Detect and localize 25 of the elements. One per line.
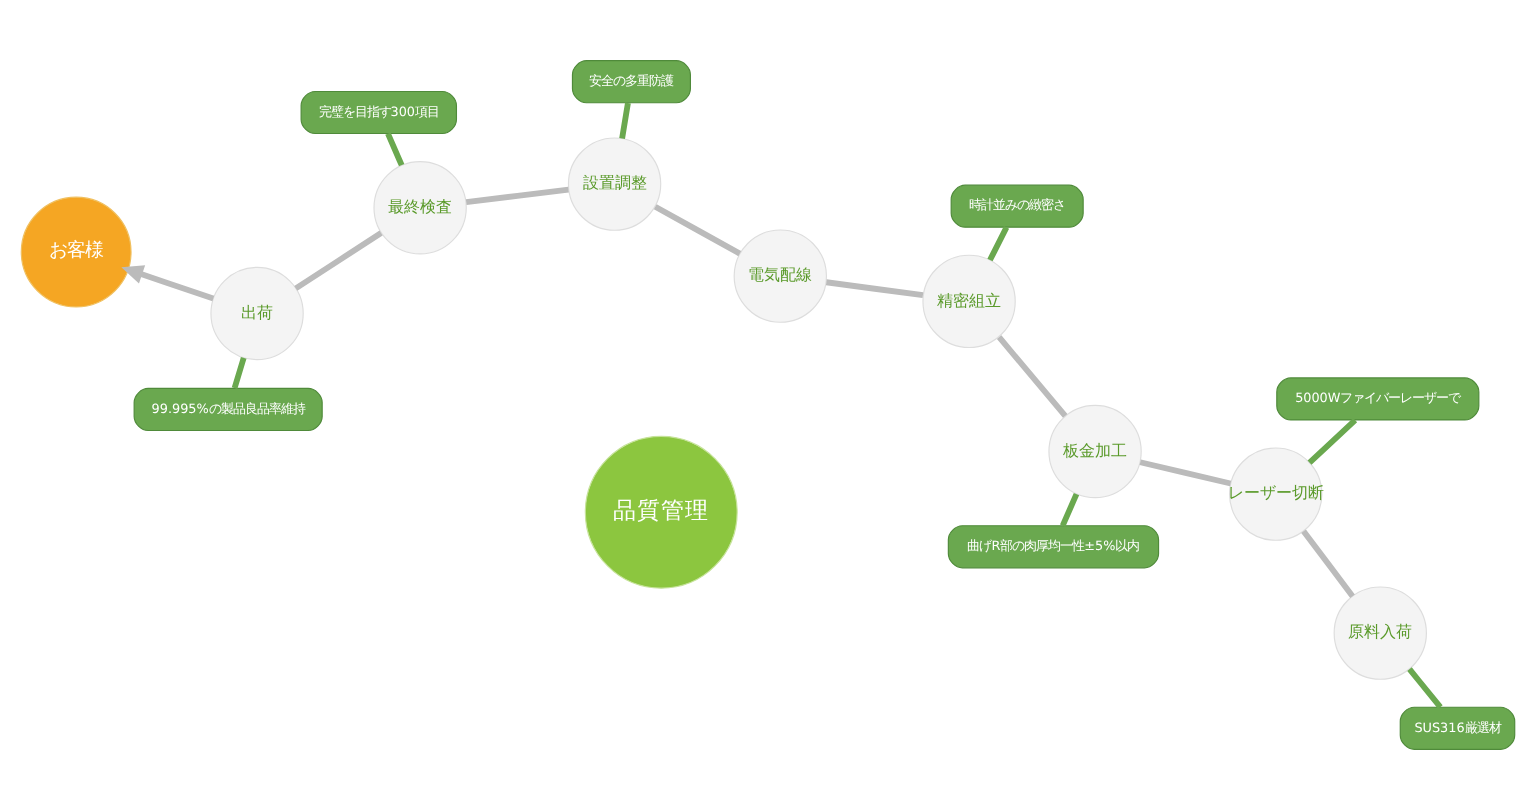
node-circle: 最終検査	[373, 160, 467, 254]
connector	[231, 356, 247, 388]
connector	[987, 225, 1010, 261]
node-circle: 設置調整	[567, 136, 662, 230]
node-circle: 原料入荷	[1333, 585, 1427, 679]
node-circle: 出荷	[210, 265, 304, 360]
node-circle: お客様	[20, 195, 132, 307]
connector	[1060, 491, 1080, 526]
connector	[996, 334, 1068, 417]
connector	[653, 203, 742, 256]
node-circle: 品質管理	[584, 434, 738, 588]
node-circle: レーザー切断	[1229, 446, 1323, 540]
connector	[1307, 416, 1358, 464]
connector	[825, 278, 924, 298]
connector	[1139, 458, 1232, 486]
connector	[294, 229, 383, 290]
arrow	[121, 264, 215, 301]
connector	[619, 101, 631, 138]
node-circle: 板金加工	[1048, 403, 1142, 498]
connector	[1301, 528, 1355, 597]
node-circle: 精密組立	[922, 253, 1016, 348]
connector	[385, 131, 405, 166]
connector	[1407, 666, 1443, 709]
node-circle: 電気配線	[733, 228, 828, 322]
connector	[465, 185, 569, 204]
